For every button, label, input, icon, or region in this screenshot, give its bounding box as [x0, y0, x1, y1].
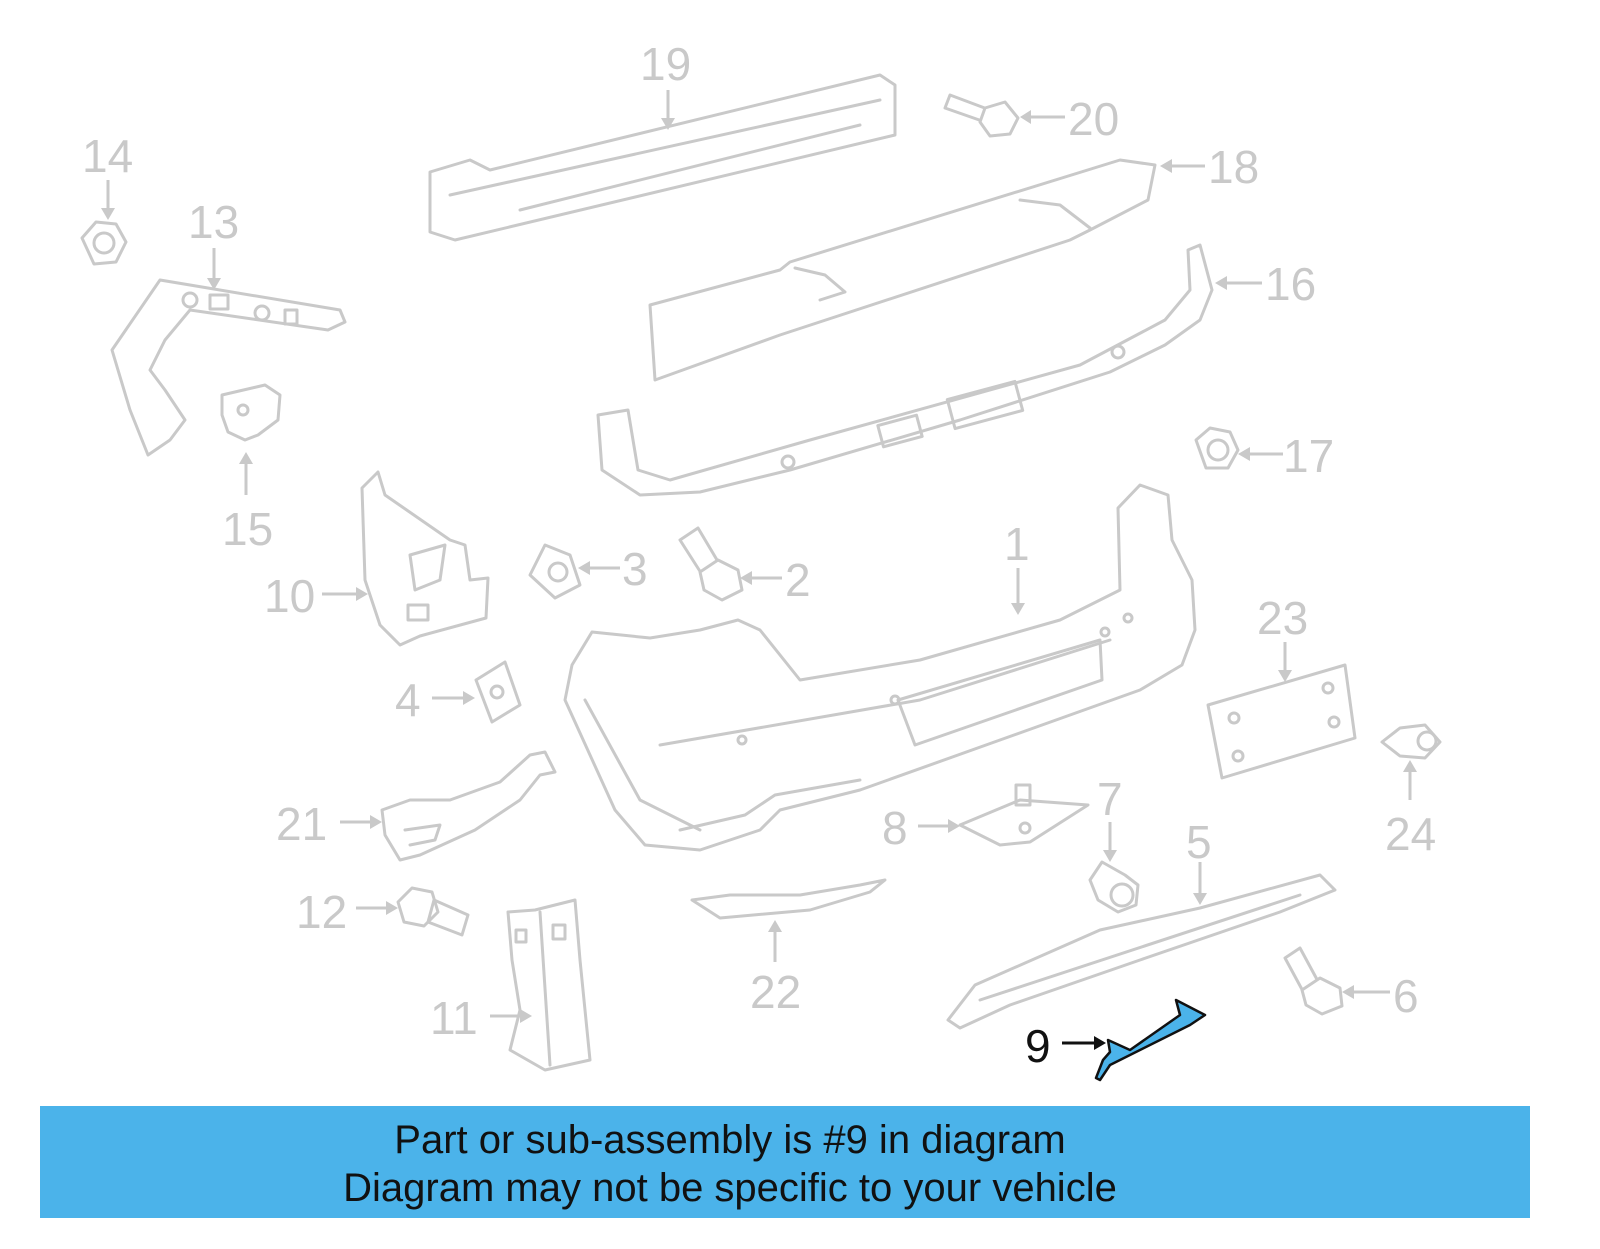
callout-10: 10	[264, 570, 368, 622]
callout-label-13: 13	[188, 196, 239, 248]
callout-18: 18	[1160, 141, 1259, 193]
part-8-bracket-plate[interactable]	[958, 783, 1090, 847]
part-7-sensor-holder[interactable]	[1088, 860, 1140, 914]
callout-label-15: 15	[222, 503, 273, 555]
callout-label-24: 24	[1385, 808, 1436, 860]
part-5-lower-trim[interactable]	[946, 873, 1337, 1030]
info-banner: Part or sub-assembly is #9 in diagram Di…	[40, 1106, 1530, 1218]
part-6-bolt[interactable]	[1283, 946, 1344, 1016]
callout-label-23: 23	[1257, 592, 1308, 644]
callout-15: 15	[222, 452, 273, 555]
callout-16: 16	[1215, 258, 1316, 310]
callout-label-12: 12	[296, 886, 347, 938]
part-16-lower-support[interactable]	[596, 243, 1214, 497]
banner-line-disclaimer: Diagram may not be specific to your vehi…	[343, 1166, 1117, 1210]
callout-19: 19	[640, 38, 691, 130]
callout-4: 4	[395, 674, 475, 726]
part-12-bolt[interactable]	[396, 886, 470, 937]
callout-label-7: 7	[1097, 773, 1123, 825]
callout-label-19: 19	[640, 38, 691, 90]
part-18-energy-absorber[interactable]	[648, 158, 1157, 382]
part-15-clip[interactable]	[220, 383, 282, 442]
callout-label-21: 21	[276, 798, 327, 850]
callout-label-10: 10	[264, 570, 315, 622]
part-13-side-bracket[interactable]	[110, 278, 347, 457]
callout-22: 22	[750, 920, 801, 1018]
part-3-clip-nut[interactable]	[528, 543, 582, 600]
part-9-highlighted[interactable]	[1094, 998, 1207, 1082]
part-19-reinforcement-bar[interactable]	[428, 73, 897, 242]
callout-label-6: 6	[1393, 970, 1419, 1022]
callout-label-16: 16	[1265, 258, 1316, 310]
callout-11: 11	[430, 992, 532, 1044]
callout-label-17: 17	[1283, 430, 1334, 482]
callout-14: 14	[82, 130, 133, 220]
part-24-sensor[interactable]	[1380, 723, 1442, 760]
callout-7: 7	[1097, 773, 1123, 862]
callout-label-5: 5	[1186, 816, 1212, 868]
callout-8: 8	[882, 802, 960, 854]
callout-6: 6	[1342, 970, 1419, 1022]
callout-23: 23	[1257, 592, 1308, 682]
callout-label-3: 3	[622, 543, 648, 595]
callout-9: 9	[1025, 1020, 1106, 1072]
callout-1: 1	[1004, 518, 1030, 615]
part-17-nut[interactable]	[1194, 426, 1240, 470]
part-14-nut[interactable]	[80, 220, 128, 266]
callout-label-11: 11	[430, 992, 478, 1044]
part-2-bolt[interactable]	[678, 526, 744, 602]
part-21-bracket[interactable]	[380, 750, 557, 862]
callout-label-20: 20	[1068, 93, 1119, 145]
callout-label-18: 18	[1208, 141, 1259, 193]
callout-label-9: 9	[1025, 1020, 1051, 1072]
banner-line-part-reference: Part or sub-assembly is #9 in diagram	[394, 1118, 1066, 1162]
callout-label-14: 14	[82, 130, 133, 182]
callout-24: 24	[1385, 760, 1436, 860]
part-1-bumper-cover[interactable]	[563, 483, 1197, 852]
callout-13: 13	[188, 196, 239, 290]
callout-17: 17	[1238, 430, 1334, 482]
callout-label-2: 2	[785, 554, 811, 606]
callout-label-22: 22	[750, 966, 801, 1018]
callout-3: 3	[578, 543, 648, 595]
part-10-mud-flap[interactable]	[360, 470, 490, 647]
callout-21: 21	[276, 798, 382, 850]
part-23-license-bracket[interactable]	[1206, 663, 1357, 780]
callout-label-4: 4	[395, 674, 421, 726]
part-22-reflector-trim[interactable]	[690, 878, 887, 920]
callout-12: 12	[296, 886, 398, 938]
part-4-clip[interactable]	[474, 660, 522, 724]
callout-2: 2	[740, 554, 811, 606]
callout-label-8: 8	[882, 802, 908, 854]
part-20-bolt[interactable]	[943, 93, 1020, 138]
callout-5: 5	[1186, 816, 1212, 905]
part-11-vertical-bracket[interactable]	[506, 898, 592, 1072]
callout-label-1: 1	[1004, 518, 1030, 570]
callout-20: 20	[1020, 93, 1119, 145]
